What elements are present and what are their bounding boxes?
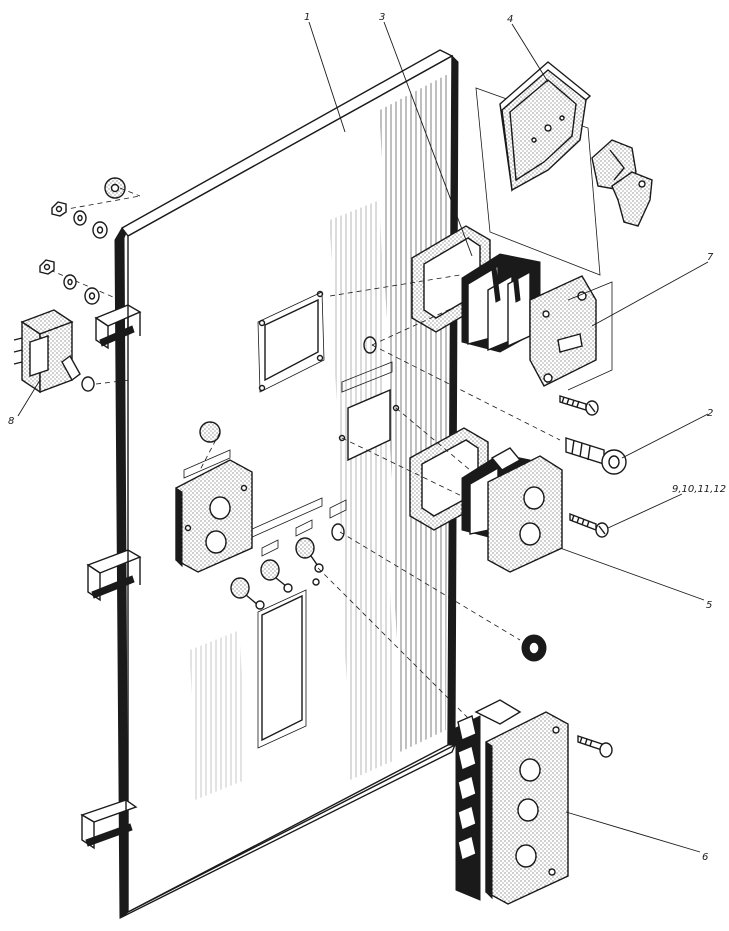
screw-upper (559, 395, 599, 416)
panel-label-strip (261, 539, 279, 557)
cover-screw (544, 124, 552, 132)
panel-round-hole (363, 336, 377, 354)
callout-6: 6 (702, 852, 708, 863)
callout-8: 8 (8, 416, 14, 427)
leader-4 (511, 23, 549, 83)
panel-label-strip (341, 361, 393, 393)
push-button (209, 496, 231, 520)
panel-window-upper (264, 298, 319, 382)
panel-hole (258, 319, 266, 327)
knob-shaft-tip (283, 583, 293, 593)
screw-bottom (577, 735, 613, 758)
push-button (519, 758, 541, 782)
button-plate (487, 455, 563, 573)
washer (84, 287, 100, 305)
panel-shading-right (380, 74, 448, 752)
push-button (515, 844, 537, 868)
assembly-lines (95, 187, 561, 721)
panel-knob (295, 537, 315, 559)
knob-shaft-tip (314, 563, 324, 573)
button-cap (199, 421, 221, 443)
toggle-switch-8 (13, 309, 95, 394)
washer (92, 221, 108, 239)
panel-window-lower (261, 594, 303, 742)
round-nut (521, 634, 547, 662)
panel-label-strip (329, 499, 347, 519)
switch-lever-tip (81, 376, 95, 392)
panel-round-hole (331, 523, 345, 541)
switch-shaft (557, 333, 583, 353)
cover-plate-4 (475, 61, 601, 276)
leader-8 (17, 379, 41, 417)
hinge-upper (94, 304, 142, 350)
hex-nut (51, 201, 67, 217)
mount-hole (543, 373, 553, 383)
washer-set-lower (39, 259, 121, 305)
panel-shading-low (190, 630, 245, 800)
callout-3: 3 (379, 12, 385, 23)
cover-face (501, 69, 587, 192)
switch-lever (61, 354, 81, 382)
panel-hole (338, 434, 346, 442)
callout-1: 1 (304, 12, 310, 23)
callout-7: 7 (707, 252, 714, 263)
terminal-row (457, 715, 477, 861)
callout-2: 2 (707, 408, 713, 419)
leader-7 (591, 261, 709, 327)
switch-mount-plate (529, 275, 597, 387)
panel-hole (316, 290, 324, 298)
panel-window-upper-border (257, 291, 325, 393)
push-button (519, 522, 541, 546)
push-button-panel-left (175, 421, 253, 573)
callouts: 1 3 4 7 2 9,10,11,12 5 6 8 (8, 12, 726, 863)
washer (63, 274, 77, 290)
leader-1 (308, 21, 346, 133)
leader-9-12 (607, 493, 683, 529)
callout-5: 5 (706, 600, 712, 611)
push-button (517, 798, 539, 822)
panel-hole (316, 354, 324, 362)
hinge-lower (80, 799, 138, 850)
hinge-middle (86, 549, 142, 602)
washer-set-upper (51, 177, 141, 239)
leader-2 (621, 413, 709, 459)
push-button (205, 530, 227, 554)
panel-window-middle (347, 388, 391, 462)
screw-lower (569, 512, 609, 538)
bolt-2 (565, 437, 627, 475)
panel-knob (230, 577, 250, 599)
rotary-switch-7 (461, 253, 597, 387)
cover-screw (559, 115, 565, 121)
callout-4: 4 (507, 14, 513, 25)
switch-outline-box (567, 281, 613, 391)
leader-6 (565, 811, 701, 853)
panel-knob (260, 559, 280, 581)
terminal-block-6 (455, 699, 569, 905)
cover-screw (531, 137, 537, 143)
leader-5 (559, 547, 705, 601)
panel-hole (258, 384, 266, 392)
push-button-switch-5 (461, 447, 563, 573)
panel-shading-mid (330, 200, 395, 780)
hex-nut (39, 259, 55, 275)
knob-shaft (275, 577, 287, 587)
panel-hole (392, 404, 400, 412)
knob-shaft-tip (255, 600, 265, 610)
rotary-handle (591, 139, 653, 227)
push-button (523, 486, 545, 510)
callout-9-12: 9,10,11,12 (672, 484, 726, 495)
leader-3 (383, 21, 473, 257)
panel-label-strip (295, 519, 313, 537)
washer (73, 210, 87, 226)
panel-hole (312, 578, 320, 586)
door-panel (114, 49, 459, 919)
panel-window-lower-border (257, 589, 307, 749)
